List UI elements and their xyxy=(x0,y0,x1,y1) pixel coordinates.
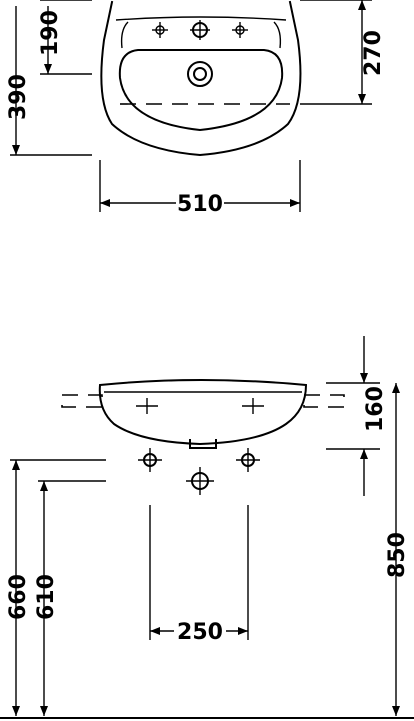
dim-660: 660 xyxy=(6,574,31,620)
supply-right xyxy=(236,448,260,472)
dim-610: 610 xyxy=(34,574,59,620)
rim-inner-left xyxy=(120,21,129,49)
dim-850: 850 xyxy=(385,532,410,578)
top-view: 190 390 270 510 xyxy=(6,0,386,217)
waste-outlet xyxy=(189,439,217,449)
dim-510: 510 xyxy=(177,192,223,217)
back-rim xyxy=(115,16,287,21)
tap-hole-left xyxy=(152,22,168,38)
fixing-mark-left xyxy=(136,398,158,414)
dim-250: 250 xyxy=(177,620,223,645)
basin-outline-front xyxy=(98,379,308,446)
waste-connection xyxy=(186,467,214,495)
tap-hole-right xyxy=(232,22,248,38)
wall-bracket-right xyxy=(303,394,345,408)
basin-outline-top xyxy=(100,0,302,157)
supply-left xyxy=(138,448,162,472)
bowl-outline-top xyxy=(118,49,284,132)
dim-190: 190 xyxy=(38,10,63,56)
drain-inner-top xyxy=(193,67,207,81)
dim-270: 270 xyxy=(361,30,386,76)
drain-top xyxy=(187,61,213,87)
front-view: 160 850 660 610 250 xyxy=(0,336,414,719)
dim-160: 160 xyxy=(363,386,388,432)
dim-390: 390 xyxy=(6,74,31,120)
tap-hole-center xyxy=(190,20,210,40)
wall-bracket-left xyxy=(61,394,103,408)
rim-inner-right xyxy=(273,21,282,49)
fixing-mark-right xyxy=(242,398,264,414)
